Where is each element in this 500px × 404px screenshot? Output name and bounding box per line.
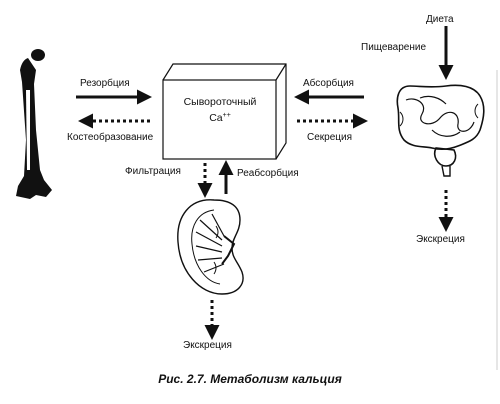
digestion-label: Пищеварение [361, 42, 427, 53]
bone-icon [16, 49, 52, 199]
serum-calcium-label: Сывороточный Ca++ [168, 96, 272, 125]
reabsorption-label: Реабсорбция [237, 168, 299, 179]
bone-formation-label: Костеобразование [67, 132, 154, 143]
figure-caption: Рис. 2.7. Метаболизм кальция [158, 372, 342, 386]
intestine-icon [396, 84, 485, 177]
gut-excretion-label: Экскреция [416, 234, 465, 245]
serum-ca-symbol: Ca [209, 112, 223, 124]
resorption-label: Резорбция [80, 78, 130, 89]
diet-label: Диета [426, 14, 454, 25]
serum-label-line1: Сывороточный [183, 96, 257, 108]
absorption-label: Абсорбция [303, 78, 354, 89]
serum-ca-charge: ++ [222, 112, 231, 119]
secretion-label: Секреция [307, 132, 353, 143]
filtration-label: Фильтрация [125, 166, 181, 177]
serum-calcium-box [162, 63, 287, 160]
kidney-excretion-label: Экскреция [183, 340, 232, 351]
kidney-icon [177, 199, 244, 295]
